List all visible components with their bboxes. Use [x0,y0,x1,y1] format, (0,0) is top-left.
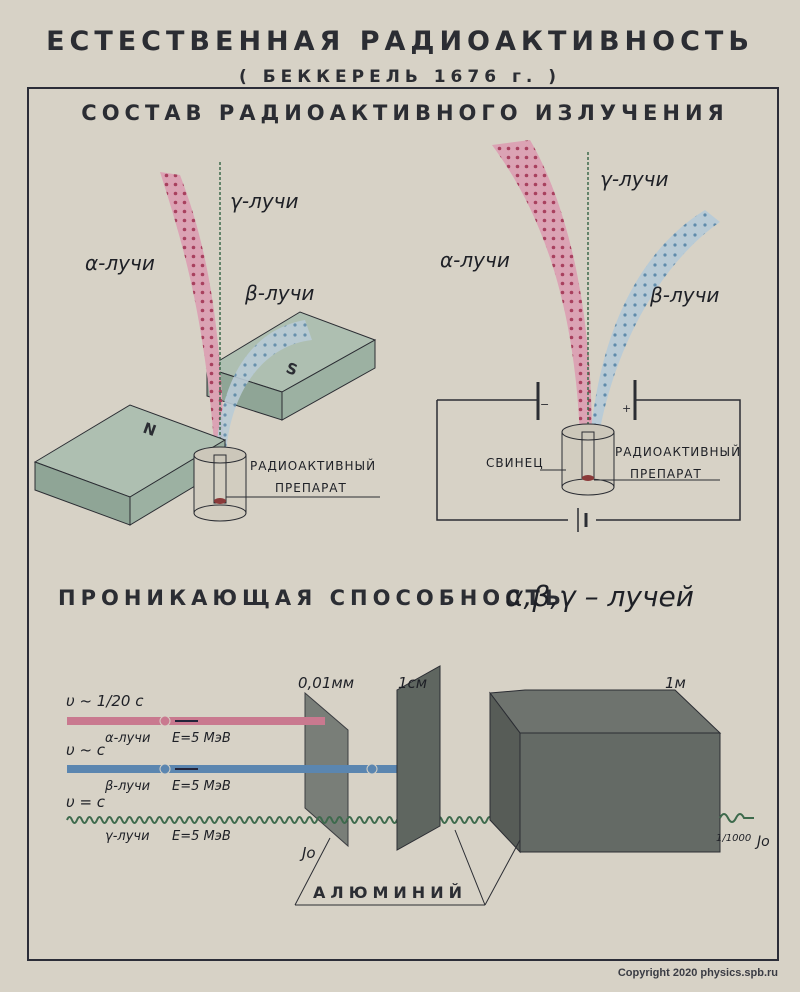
beta-stream [590,210,720,440]
gamma-label: γ-лучи [600,167,669,191]
battery-icon [577,508,588,532]
gamma-ray [66,816,518,824]
gamma-label: γ-лучи [230,189,299,213]
plate-1cm [396,665,441,851]
material-pointer-lines [294,829,521,906]
section2-title: ПРОНИКАЮЩАЯ СПОСОБНОСТЬ [58,586,566,610]
block-1m [489,689,722,854]
beta-label: β-лучи [649,283,719,307]
intensity-in: Jo [299,844,316,862]
gamma-name: γ-лучи [105,829,150,844]
thickness-1: 1см [398,674,427,692]
source-label-2: ПРЕПАРАТ [630,467,702,481]
thickness-2: 1м [665,674,686,692]
alpha-label: α-лучи [440,248,510,272]
magnetic-deflection-diagram: S N α-лучи γ-лучи β-лучи РАДИОАКТИВНЫЙ П… [33,160,380,526]
alpha-label: α-лучи [85,251,155,275]
plus-signs: + [622,402,631,415]
thickness-0: 0,01мм [298,674,354,692]
electric-deflection-diagram: − + α-лучи γ-лучи β-лучи СВИНЕЦ РАДИОАКТ… [436,140,741,532]
beta-energy: E=5 МэВ [172,779,231,794]
intensity-out: Jo [754,834,770,850]
beta-stream [216,320,312,455]
section1-title: СОСТАВ РАДИОАКТИВНОГО ИЗЛУЧЕНИЯ [81,101,728,125]
lead-container [561,423,615,496]
alpha-energy: E=5 МэВ [172,731,231,746]
gamma-ray-exit [719,813,754,823]
source-label-1: РАДИОАКТИВНЫЙ [615,444,741,459]
gamma-speed: υ = c [66,793,106,811]
north-pole-label: N [141,419,159,440]
source-label-1: РАДИОАКТИВНЫЙ [250,458,376,473]
lead-label: СВИНЕЦ [486,456,544,470]
penetration-diagram: υ ~ 1/20 c α-лучи E=5 МэВ υ ~ c β-лучи E… [66,665,770,906]
intensity-out-fraction: 1/1000 [716,833,751,844]
alpha-particle [159,715,171,727]
material-label: АЛЮМИНИЙ [313,883,467,902]
beta-ray [67,765,417,773]
copyright: Copyright 2020 physics.spb.ru [617,967,778,979]
alpha-stream [492,140,592,440]
alpha-speed: υ ~ 1/20 c [66,692,144,710]
beta-label: β-лучи [244,281,314,305]
beta-speed: υ ~ c [66,741,106,759]
source-label-2: ПРЕПАРАТ [275,481,347,495]
lead-container [193,446,247,522]
minus-signs: − [540,398,549,411]
circuit-wire [436,399,741,521]
beta-particle [366,763,378,775]
frame [27,87,779,961]
poster-subtitle: ( БЕККЕРЕЛЬ 1676 г. ) [239,67,561,87]
beta-name: β-лучи [104,779,150,794]
beta-particle [159,763,171,775]
section2-title-symbols: α,β,γ – лучей [505,580,694,613]
alpha-stream [160,172,224,455]
gamma-energy: E=5 МэВ [172,829,231,844]
poster-title: ЕСТЕСТВЕННАЯ РАДИОАКТИВНОСТЬ [46,26,754,57]
alpha-name: α-лучи [105,731,150,746]
